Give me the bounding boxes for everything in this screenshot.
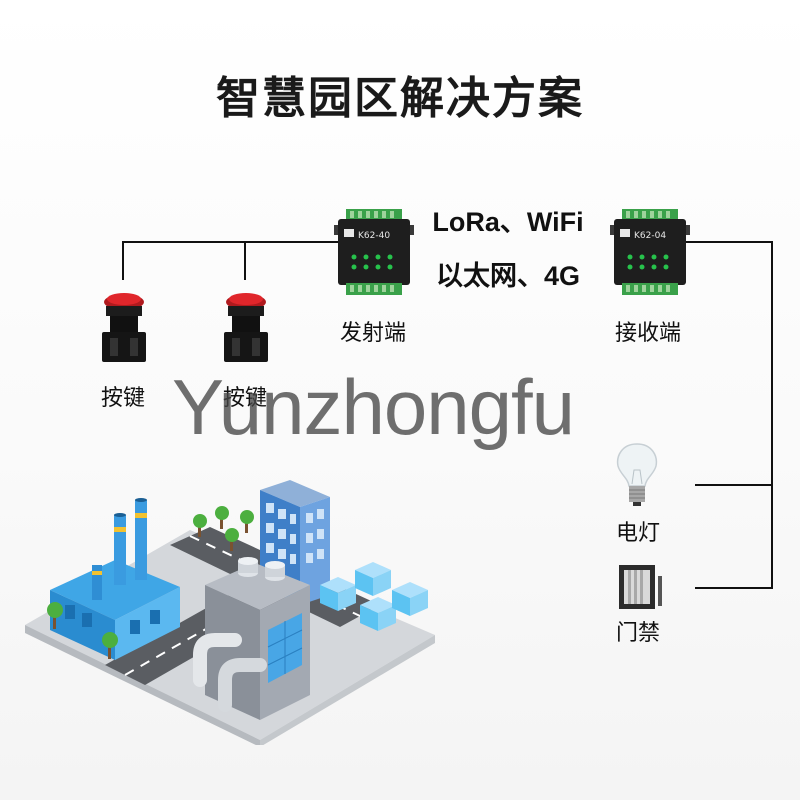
smart-park-illustration bbox=[25, 480, 435, 745]
page-title: 智慧园区解决方案 bbox=[216, 73, 584, 124]
push-button-2 bbox=[224, 293, 268, 362]
receiver-device: K62-04 bbox=[610, 209, 690, 295]
button-label-1: 按键 bbox=[100, 386, 145, 411]
transmitter-device: K62-40 bbox=[334, 209, 414, 295]
button-label-2: 按键 bbox=[222, 386, 267, 411]
light-label: 电灯 bbox=[615, 521, 660, 546]
door-access-icon bbox=[619, 565, 662, 609]
receiver-model: K62-04 bbox=[634, 231, 666, 241]
protocols-line-1: LoRa、WiFi bbox=[432, 207, 584, 237]
protocols-line-2: 以太网、4G bbox=[435, 261, 581, 291]
transmitter-model: K62-40 bbox=[358, 231, 390, 241]
receiver-label: 接收端 bbox=[614, 321, 681, 346]
transmitter-label: 发射端 bbox=[339, 321, 406, 346]
watermark: Yunzhongfu bbox=[172, 363, 575, 451]
door-access-label: 门禁 bbox=[615, 621, 660, 646]
light-bulb-icon bbox=[616, 443, 658, 506]
push-button-1 bbox=[102, 293, 146, 362]
